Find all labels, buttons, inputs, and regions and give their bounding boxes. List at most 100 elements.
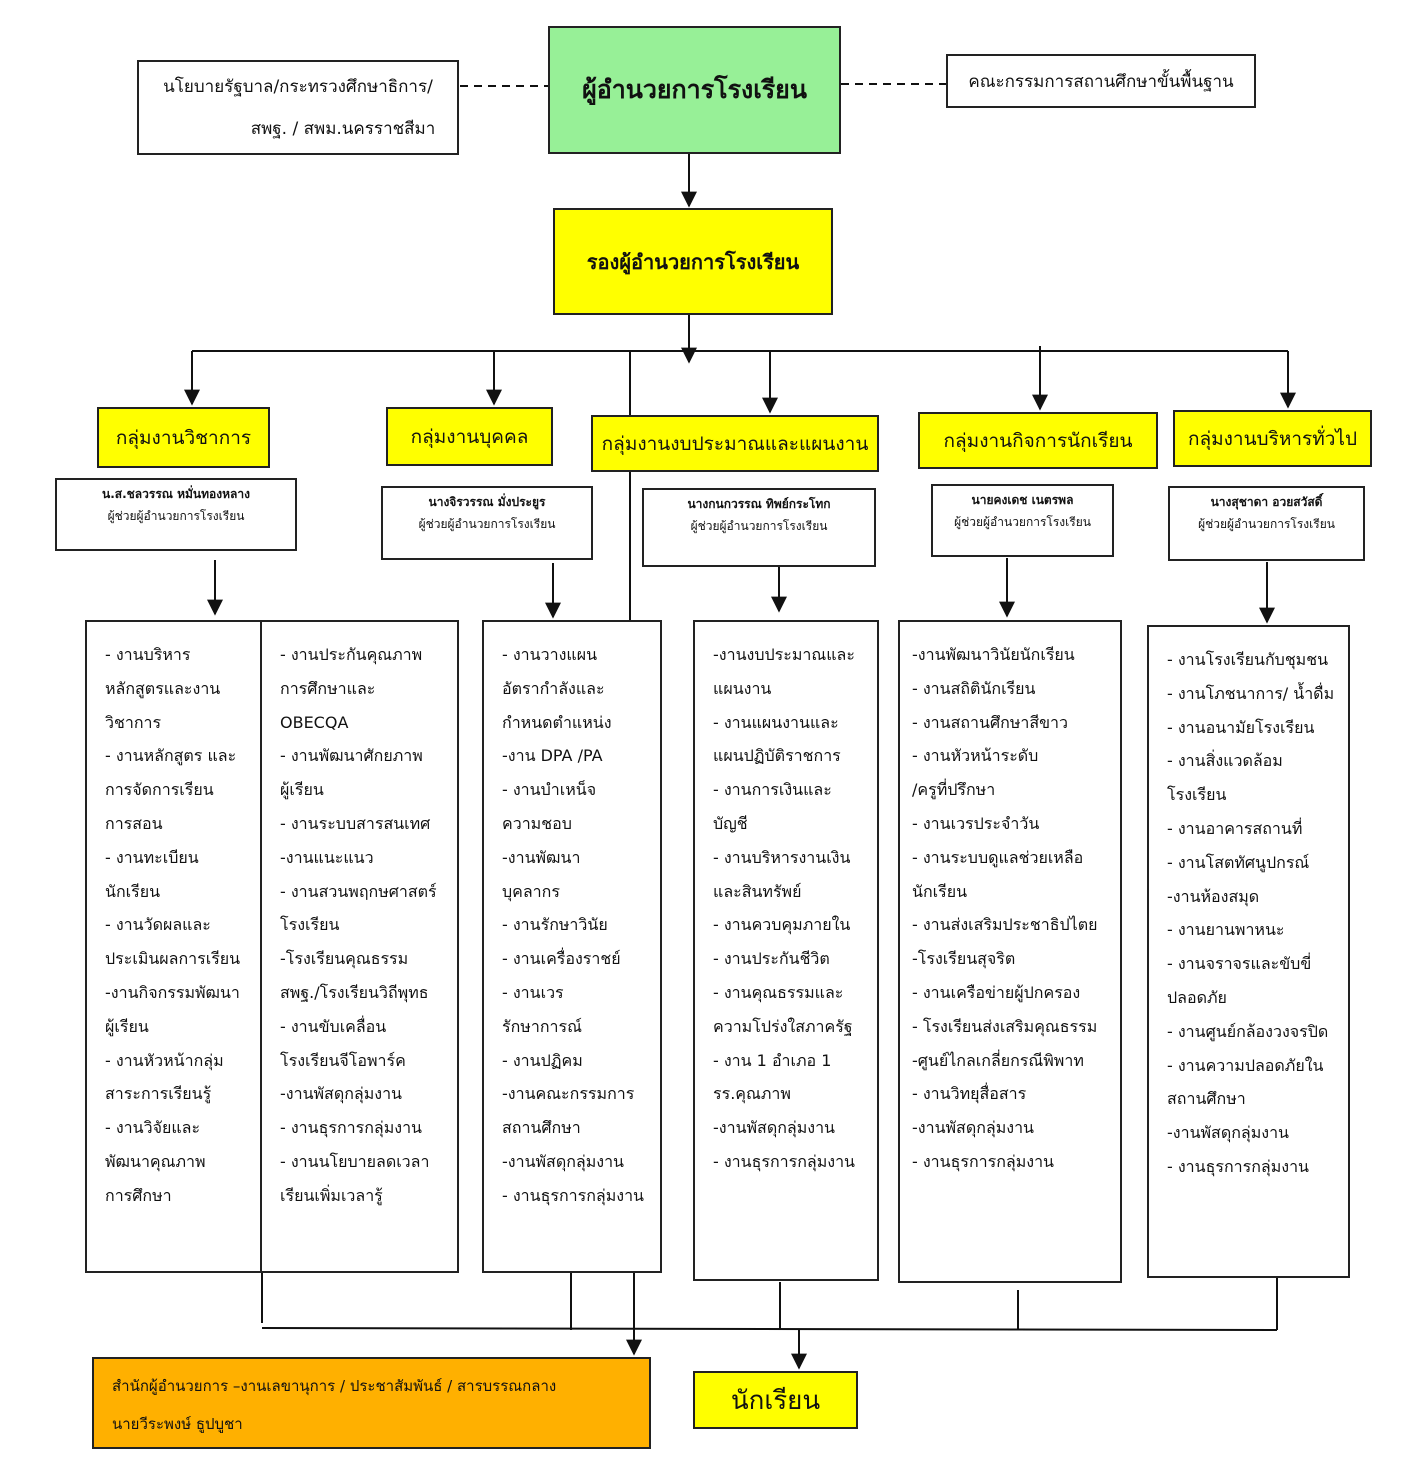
duty-item: - งานระบบสารสนเทศ	[280, 813, 431, 833]
director-title: ผู้อำนวยการโรงเรียน	[582, 75, 807, 104]
duty-item: - งานการเงินและ	[713, 780, 832, 800]
duty-item: สถานศึกษา	[1167, 1089, 1246, 1109]
deputy-title: รองผู้อำนวยการโรงเรียน	[586, 249, 800, 274]
policy-line-1: นโยบายรัฐบาล/กระทรวงศึกษาธิการ/	[163, 77, 433, 97]
head-role: ผู้ช่วยผู้อำนวยการโรงเรียน	[954, 515, 1091, 530]
duty-item: -งานงบประมาณและ	[713, 645, 855, 664]
group-budget: กลุ่มงานงบประมาณและแผนงาน	[591, 415, 879, 472]
duty-item: - งานความปลอดภัยใน	[1167, 1055, 1324, 1075]
head-role: ผู้ช่วยผู้อำนวยการโรงเรียน	[1198, 517, 1335, 532]
duty-item: รักษาการณ์	[502, 1016, 582, 1036]
duty-item: รร.คุณภาพ	[713, 1084, 791, 1104]
duty-item: - งานแผนงานและ	[713, 712, 839, 732]
duty-item: - งานจราจรและขับขี่	[1167, 954, 1312, 974]
duty-item: ประเมินผลการเรียน	[105, 949, 241, 969]
duty-item: เรียนเพิ่มเวลารู้	[280, 1185, 383, 1205]
duty-item: - งานหัวหน้าระดับ	[912, 746, 1039, 766]
duty-item: - งานปฏิคม	[502, 1050, 583, 1070]
duty-item: /ครูที่ปรึกษา	[912, 780, 996, 800]
duty-item: ปลอดภัย	[1167, 987, 1227, 1007]
duty-item: - งานนโยบายลดเวลา	[280, 1151, 430, 1171]
policy-box: นโยบายรัฐบาล/กระทรวงศึกษาธิการ/ สพฐ. / ส…	[137, 60, 459, 155]
duty-item: สถานศึกษา	[502, 1118, 581, 1138]
duty-item: - งานสถานศึกษาสีขาว	[912, 712, 1069, 732]
duty-item: - งานประกันคุณภาพ	[280, 645, 423, 664]
duty-item: - งานส่งเสริมประชาธิปไตย	[912, 915, 1098, 935]
duty-item: การศึกษาและ	[280, 678, 376, 698]
duty-item: - งาน 1 อำเภอ 1	[713, 1050, 832, 1070]
duty-item: -งาน DPA /PA	[502, 746, 603, 766]
duty-item: - งานศูนย์กล้องวงจรปิด	[1167, 1021, 1329, 1041]
duty-item: - งานควบคุมภายใน	[713, 915, 851, 935]
duty-item: - งานทะเบียน	[105, 847, 199, 867]
duty-item: - งานวิทยุสื่อสาร	[912, 1084, 1027, 1104]
duty-item: การศึกษา	[105, 1185, 172, 1205]
director-box: ผู้อำนวยการโรงเรียน	[548, 26, 841, 154]
duty-item: - งานสิ่งแวดล้อม	[1167, 751, 1283, 771]
duty-item: - งานหลักสูตร และ	[105, 746, 237, 766]
committee-box: คณะกรรมการสถานศึกษาขั้นพื้นฐาน	[946, 54, 1256, 108]
duty-item: สพฐ./โรงเรียนวิถีพุทธ	[280, 982, 429, 1002]
duty-item: - งานธุรการกลุ่มงาน	[1167, 1156, 1309, 1176]
duties-student-affairs: -งานพัฒนาวินัยนักเรียน - งานสถิตินักเรียน…	[898, 620, 1122, 1283]
group-academic: กลุ่มงานวิชาการ	[97, 407, 270, 468]
duty-item: นักเรียน	[105, 881, 160, 901]
duty-item: - งานบำเหน็จ	[502, 780, 597, 800]
duty-item: - งานวัดผลและ	[105, 915, 211, 935]
office-line-2: นายวีระพงษ์ ธูปบูชา	[112, 1415, 243, 1433]
head-role: ผู้ช่วยผู้อำนวยการโรงเรียน	[690, 519, 828, 534]
duty-item: ผู้เรียน	[280, 780, 324, 800]
duty-item: -งานพัฒนา	[502, 847, 581, 867]
duty-item: -งานกิจกรรมพัฒนา	[105, 982, 240, 1002]
duty-item: - งานขับเคลื่อน	[280, 1016, 387, 1036]
duty-item: หลักสูตรและงาน	[105, 678, 221, 698]
duties-personnel: - งานวางแผนอัตรากำลังและกำหนดตำแหน่ง-งาน…	[482, 620, 662, 1273]
duty-item: - งานธุรการกลุ่มงาน	[912, 1151, 1054, 1171]
head-academic: น.ส.ชลวรรณ หมั่นทองหลาง ผู้ช่วยผู้อำนวยก…	[55, 478, 297, 551]
duties-academic-col1: - งานบริหารหลักสูตรและงานวิชาการ- งานหลั…	[85, 620, 262, 1273]
duty-item: การจัดการเรียน	[105, 780, 214, 800]
head-personnel: นางจิรวรรณ มั่งประยูร ผู้ช่วยผู้อำนวยการ…	[381, 486, 593, 560]
duty-item: - งานระบบดูแลช่วยเหลือ	[912, 847, 1084, 867]
group-name: กลุ่มงานวิชาการ	[115, 426, 252, 449]
duty-item: พัฒนาคุณภาพ	[105, 1151, 206, 1171]
group-personnel: กลุ่มงานบุคคล	[386, 407, 553, 466]
duty-item: โรงเรียน	[280, 915, 340, 935]
duty-item: - งานเวรประจำวัน	[912, 813, 1040, 833]
head-name: นางจิรวรรณ มั่งประยูร	[428, 495, 546, 509]
duty-item: - งานธุรการกลุ่มงาน	[713, 1151, 855, 1171]
duty-item: -งานพัสดุกลุ่มงาน	[1167, 1123, 1289, 1143]
students-box: นักเรียน	[693, 1371, 858, 1429]
head-name: นางกนกวรรณ ทิพย์กระโทก	[687, 497, 831, 511]
duty-item: - งานบริหาร	[105, 645, 191, 664]
duty-item: ความชอบ	[502, 813, 572, 833]
duty-item: - งานหัวหน้ากลุ่ม	[105, 1050, 224, 1070]
deputy-box: รองผู้อำนวยการโรงเรียน	[553, 208, 833, 315]
duty-item: -โรงเรียนสุจริต	[912, 949, 1016, 969]
duty-item: - งานพัฒนาศักยภาพ	[280, 746, 423, 766]
duty-item: - งานโภชนาการ/ น้ำดื่ม	[1167, 683, 1335, 703]
duty-item: แผนปฏิบัติราชการ	[713, 746, 841, 766]
duty-item: -งานพัฒนาวินัยนักเรียน	[912, 645, 1075, 664]
duty-item: -โรงเรียนคุณธรรม	[280, 949, 409, 969]
committee-label: คณะกรรมการสถานศึกษาขั้นพื้นฐาน	[968, 71, 1234, 92]
duty-item: โรงเรียนจีโอพาร์ค	[280, 1050, 406, 1070]
duty-item: - งานประกันชีวิต	[713, 949, 830, 969]
duty-item: -งานพัสดุกลุ่มงาน	[713, 1118, 835, 1138]
duty-item: - งานสถิตินักเรียน	[912, 678, 1036, 698]
duty-item: - งานโสตทัศนูปกรณ์	[1167, 852, 1310, 872]
head-role: ผู้ช่วยผู้อำนวยการโรงเรียน	[107, 509, 245, 524]
duty-item: - งานสวนพฤกษศาสตร์	[280, 881, 437, 901]
duty-item: - งานเวร	[502, 982, 564, 1002]
duty-item: สาระการเรียนรู้	[105, 1084, 212, 1104]
duty-item: การสอน	[105, 813, 163, 833]
duty-item: บุคลากร	[502, 881, 560, 901]
duty-item: - งานรักษาวินัย	[502, 915, 608, 935]
group-student-affairs: กลุ่มงานกิจการนักเรียน	[918, 412, 1158, 469]
duty-item: - งานวิจัยและ	[105, 1118, 201, 1138]
duty-item: -ศูนย์ไกลเกลี่ยกรณีพิพาท	[912, 1050, 1084, 1070]
head-name: นายคงเดช เนตรพล	[971, 493, 1074, 507]
duty-item: - งานเครือข่ายผู้ปกครอง	[912, 982, 1081, 1002]
